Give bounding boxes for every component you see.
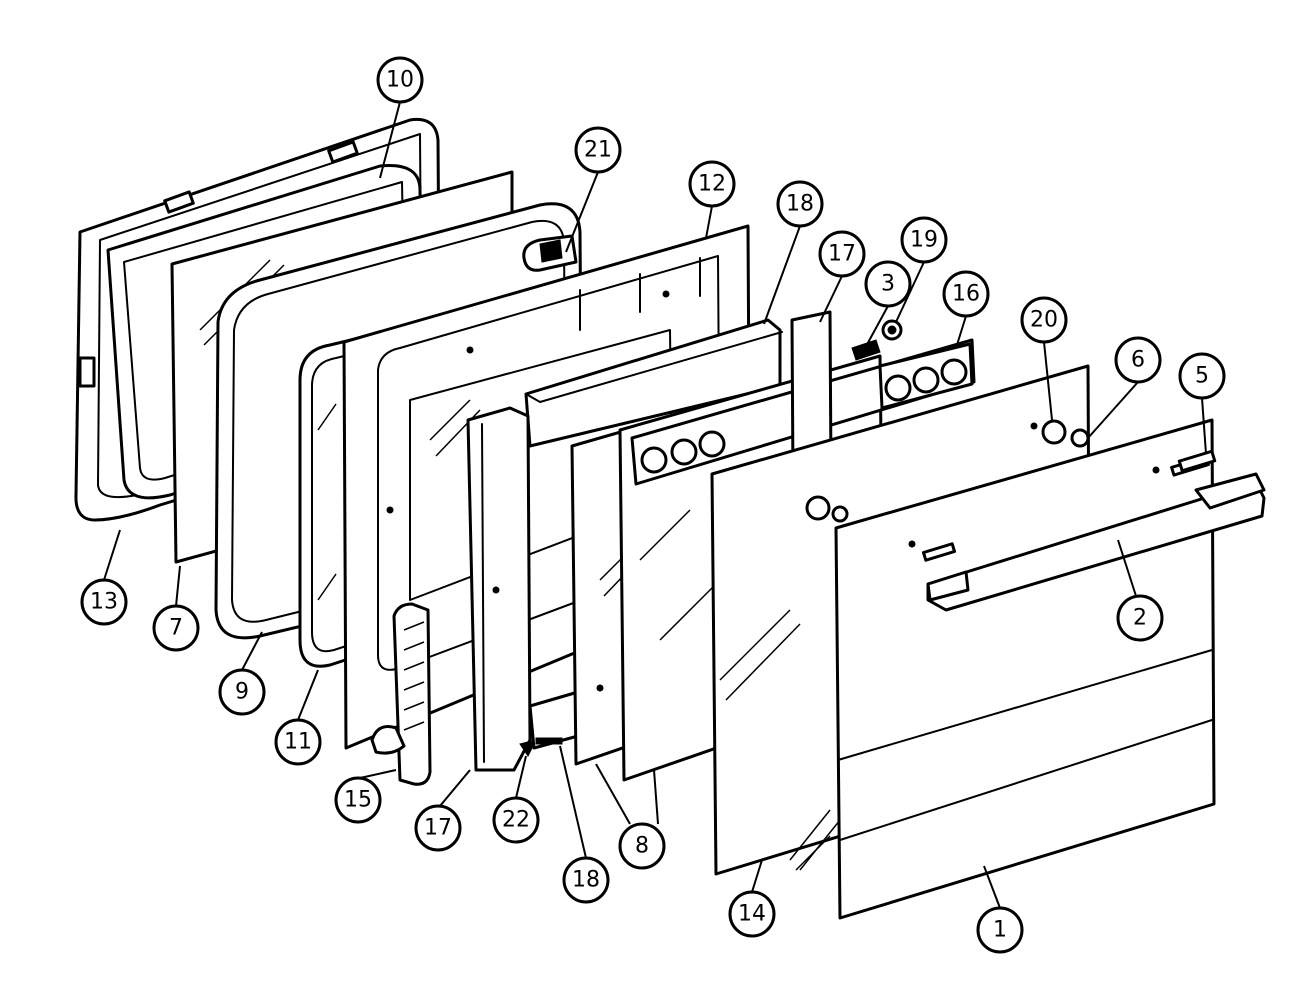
part-19-washer xyxy=(881,319,903,341)
callout-10: 10 xyxy=(376,56,424,104)
svg-text:6: 6 xyxy=(1131,348,1145,373)
svg-text:20: 20 xyxy=(1030,308,1058,333)
part-21-catch xyxy=(522,234,578,272)
part-5-end-cap xyxy=(1177,449,1217,473)
callout-16: 16 xyxy=(942,270,990,318)
svg-text:15: 15 xyxy=(344,788,372,813)
callout-3: 3 xyxy=(864,260,912,308)
callout-5: 5 xyxy=(1178,352,1226,400)
callout-22: 22 xyxy=(492,796,540,844)
svg-text:8: 8 xyxy=(635,834,649,859)
callout-7: 7 xyxy=(152,604,200,652)
svg-text:7: 7 xyxy=(169,616,183,641)
part-17-side-channel-left xyxy=(466,406,532,772)
callout-19: 19 xyxy=(900,216,948,264)
callout-18-top: 18 xyxy=(776,180,824,228)
svg-text:22: 22 xyxy=(502,808,530,833)
callout-8: 8 xyxy=(618,822,666,870)
callout-6: 6 xyxy=(1114,336,1162,384)
callout-17-bottom: 17 xyxy=(414,804,462,852)
callout-9: 9 xyxy=(218,668,266,716)
callout-20: 20 xyxy=(1020,296,1068,344)
svg-text:17: 17 xyxy=(828,242,856,267)
part-16-control-strip xyxy=(878,342,974,410)
svg-text:3: 3 xyxy=(881,272,895,297)
part-6-knob-ring xyxy=(1070,428,1090,448)
svg-text:18: 18 xyxy=(786,192,814,217)
part-22-clip xyxy=(519,739,537,757)
part-2-handle xyxy=(926,472,1266,612)
svg-text:19: 19 xyxy=(910,228,938,253)
callout-1: 1 xyxy=(976,906,1024,954)
callout-21: 21 xyxy=(574,126,622,174)
svg-text:12: 12 xyxy=(698,172,726,197)
svg-text:13: 13 xyxy=(90,590,118,615)
svg-text:10: 10 xyxy=(386,68,414,93)
callout-15: 15 xyxy=(334,776,382,824)
callout-12: 12 xyxy=(688,160,736,208)
callout-13: 13 xyxy=(80,578,128,626)
leader-lines xyxy=(103,101,1207,909)
callout-18-bottom: 18 xyxy=(562,856,610,904)
svg-text:17: 17 xyxy=(424,816,452,841)
callout-2: 2 xyxy=(1116,594,1164,642)
part-18-bottom-bracket xyxy=(528,690,580,750)
callouts: 10 21 12 18 17 19 3 16 xyxy=(80,56,1226,954)
svg-text:11: 11 xyxy=(284,730,312,755)
callout-17-top: 17 xyxy=(818,230,866,278)
part-20-knob xyxy=(1041,419,1067,445)
svg-text:16: 16 xyxy=(952,282,980,307)
callout-11: 11 xyxy=(274,718,322,766)
svg-text:1: 1 xyxy=(993,918,1007,943)
svg-text:18: 18 xyxy=(572,868,600,893)
svg-text:14: 14 xyxy=(738,902,766,927)
svg-text:9: 9 xyxy=(235,680,249,705)
svg-text:5: 5 xyxy=(1195,364,1209,389)
part-15-hinge xyxy=(370,602,432,786)
callout-14: 14 xyxy=(728,890,776,938)
svg-text:21: 21 xyxy=(584,138,612,163)
svg-text:2: 2 xyxy=(1133,606,1147,631)
